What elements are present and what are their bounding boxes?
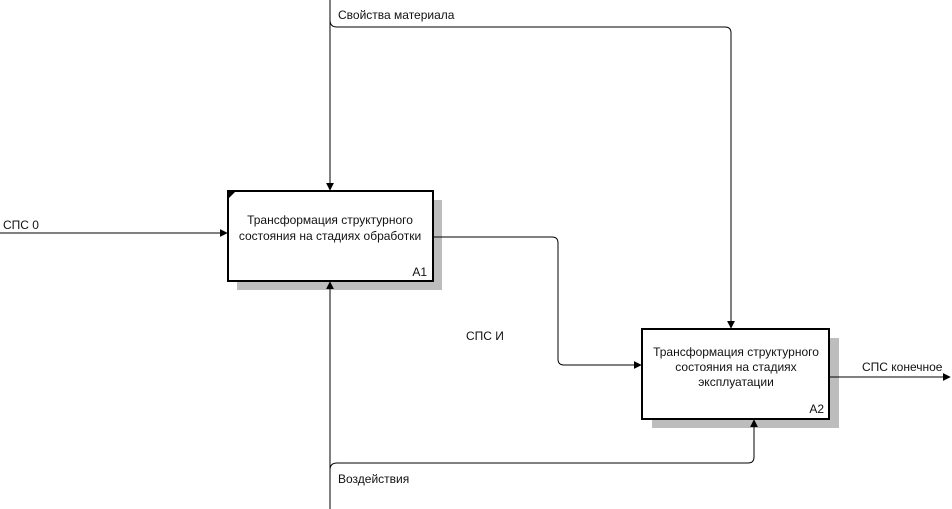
- arrow-input-label: СПС 0: [3, 218, 39, 232]
- block-a2-title-line-1: Трансформация структурного: [653, 345, 819, 359]
- arrow-output-label: СПС конечное: [862, 360, 943, 374]
- block-a2-code: A2: [809, 402, 824, 416]
- arrow-intermediate[interactable]: СПС И: [434, 236, 642, 369]
- arrow-mechanism-to-a2: [329, 419, 758, 471]
- arrow-mechanism-label: Воздействия: [338, 472, 409, 486]
- block-a1[interactable]: Трансформация структурного состояния на …: [227, 190, 442, 290]
- block-a1-corner-mark: [228, 191, 236, 199]
- block-a1-title-line-1: Трансформация структурного: [247, 213, 413, 227]
- block-a1-title-line-2: состояния на стадиях обработки: [239, 229, 421, 243]
- block-a1-box: [227, 190, 434, 282]
- arrow-control-to-a2: [329, 19, 735, 329]
- block-a2-title-line-3: эксплуатации: [698, 375, 774, 389]
- arrow-intermediate-label: СПС И: [466, 329, 504, 343]
- arrow-control-label: Свойства материала: [338, 8, 455, 22]
- arrow-output[interactable]: СПС конечное: [830, 360, 951, 381]
- arrow-mechanism[interactable]: Воздействия: [326, 281, 758, 509]
- block-a2-title-line-2: состояния на стадиях: [675, 360, 796, 374]
- arrow-input[interactable]: СПС 0: [0, 218, 228, 237]
- arrow-intermediate-line: [434, 236, 642, 369]
- block-a1-code: A1: [412, 265, 427, 279]
- block-a2[interactable]: Трансформация структурного состояния на …: [641, 328, 839, 428]
- block-a2-box: [641, 328, 830, 420]
- arrow-control[interactable]: Свойства материала: [326, 0, 735, 329]
